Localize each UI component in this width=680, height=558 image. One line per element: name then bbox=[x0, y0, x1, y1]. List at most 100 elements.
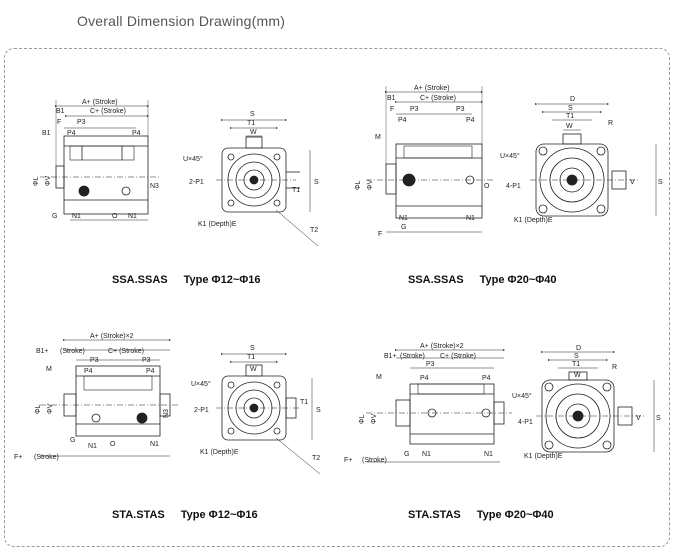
label-v-8: V bbox=[636, 415, 641, 422]
side-view-ssa-small-labels: A+ (Stroke) B1 C+ (Stroke) F P3 P4 P4 B1… bbox=[33, 99, 159, 220]
label-b1-left: B1 bbox=[42, 130, 51, 137]
caption-series: SSA.SSAS bbox=[112, 274, 168, 286]
label-n1-5: N1 bbox=[88, 443, 97, 450]
caption-series: STA.STAS bbox=[112, 509, 165, 521]
label-c-stroke-5: C+ (Stroke) bbox=[108, 348, 144, 355]
side-view-sta-small bbox=[40, 339, 178, 457]
label-n1-5b: N1 bbox=[150, 441, 159, 448]
label-d-8: D bbox=[576, 345, 581, 352]
label-phi-l-2: ΦL bbox=[355, 180, 362, 190]
side-view-sta-large bbox=[366, 349, 512, 463]
caption-series: STA.STAS bbox=[408, 509, 461, 521]
label-p4-7b: P4 bbox=[482, 375, 491, 382]
front-view-sta-small-labels: S T1 W U×45° 2-P1 K1 (Depth)E S T1 T2 bbox=[191, 345, 321, 462]
label-ux45-8: U×45° bbox=[512, 392, 532, 400]
label-phi-l: ΦL bbox=[33, 176, 40, 186]
front-view-sta-large-labels: D S T1 W R U×45° 4-P1 K1 (Depth)E V S bbox=[512, 345, 661, 460]
label-n1-2b: N1 bbox=[466, 215, 475, 222]
label-t1: T1 bbox=[247, 120, 255, 127]
label-n3: N3 bbox=[150, 183, 159, 190]
label-s-8b: S bbox=[656, 415, 661, 422]
label-k1-8: K1 (Depth)E bbox=[524, 453, 563, 460]
label-s-6b: S bbox=[316, 407, 321, 414]
label-p4-5b: P4 bbox=[146, 368, 155, 375]
label-2-p1-6: 2-P1 bbox=[194, 407, 209, 414]
label-t1-6b: T1 bbox=[300, 399, 308, 406]
label-t1-6: T1 bbox=[247, 354, 255, 361]
label-s-8: S bbox=[574, 353, 579, 360]
label-4-p1: 4-P1 bbox=[506, 183, 521, 190]
label-t2-6: T2 bbox=[312, 455, 320, 462]
label-b1: B1 bbox=[56, 108, 65, 115]
caption-series: SSA.SSAS bbox=[408, 274, 464, 286]
label-m-5: M bbox=[46, 366, 52, 373]
label-g-2: G bbox=[401, 224, 406, 231]
label-a-stroke: A+ (Stroke) bbox=[82, 99, 118, 106]
label-a-stroke2-7: A+ (Stroke)×2 bbox=[420, 343, 464, 350]
label-p4-2b: P4 bbox=[466, 117, 475, 124]
label-k1: K1 (Depth)E bbox=[198, 221, 237, 228]
label-t1-right: T1 bbox=[292, 187, 300, 194]
label-d: D bbox=[570, 96, 575, 103]
label-s-right: S bbox=[314, 179, 319, 186]
label-4-p1-8: 4-P1 bbox=[518, 419, 533, 426]
label-p4-7: P4 bbox=[420, 375, 429, 382]
label-s-4: S bbox=[568, 105, 573, 112]
label-s-4b: S bbox=[658, 179, 663, 186]
label-stroke-5b: (Stroke) bbox=[34, 454, 59, 461]
label-phi-v: ΦV bbox=[45, 175, 52, 186]
label-fplus-7: F+ bbox=[344, 457, 352, 464]
label-n3-5: N3 bbox=[163, 409, 170, 418]
label-p3-2: P3 bbox=[410, 106, 419, 113]
drawing-frame bbox=[4, 48, 670, 547]
label-p3-7: P3 bbox=[426, 361, 435, 368]
label-p4-5: P4 bbox=[84, 368, 93, 375]
label-phi-l-5: ΦL bbox=[35, 404, 42, 414]
label-2-p1: 2-P1 bbox=[189, 179, 204, 186]
label-stroke-7b: (Stroke) bbox=[362, 457, 387, 464]
label-o: O bbox=[112, 213, 118, 220]
side-view-ssa-small bbox=[40, 100, 160, 221]
label-t1-8: T1 bbox=[572, 361, 580, 368]
label-k1-6: K1 (Depth)E bbox=[200, 449, 239, 456]
label-f-2: F bbox=[390, 106, 394, 113]
label-g-7: G bbox=[404, 451, 409, 458]
label-c-stroke-2: C+ (Stroke) bbox=[420, 95, 456, 102]
caption-type: Type Φ20~Φ40 bbox=[476, 509, 554, 521]
label-g: G bbox=[52, 213, 57, 220]
label-m-7: M bbox=[376, 374, 382, 381]
label-a-stroke2-5: A+ (Stroke)×2 bbox=[90, 333, 134, 340]
label-w: W bbox=[250, 129, 257, 136]
label-f-2b: F bbox=[378, 231, 382, 238]
label-a-stroke-2: A+ (Stroke) bbox=[414, 85, 450, 92]
label-r-4: R bbox=[608, 120, 613, 127]
label-s-6: S bbox=[250, 345, 255, 352]
label-p3: P3 bbox=[77, 119, 86, 126]
caption-sta-small: STA.STAS Type Φ12~Φ16 bbox=[112, 509, 258, 521]
label-m-2: M bbox=[375, 134, 381, 141]
label-p3-5b: P3 bbox=[142, 357, 151, 364]
caption-type: Type Φ12~Φ16 bbox=[180, 509, 258, 521]
label-n1b: N1 bbox=[128, 213, 137, 220]
front-view-sta-small bbox=[216, 353, 321, 475]
label-n1-7: N1 bbox=[422, 451, 431, 458]
label-stroke-7: (Stroke) bbox=[400, 353, 425, 360]
label-phi-v-5: ΦV bbox=[47, 403, 54, 414]
label-v-4: V bbox=[630, 179, 635, 186]
label-ux45-6: U×45° bbox=[191, 380, 211, 388]
front-view-ssa-small-labels: S T1 W U×45° 2-P1 K1 (Depth)E S T1 T2 bbox=[183, 111, 319, 234]
label-o-2: O bbox=[484, 183, 490, 190]
front-view-ssa-large-labels: D S T1 W R U×45° 4-P1 K1 (Depth)E V S bbox=[500, 96, 663, 224]
label-p4: P4 bbox=[67, 130, 76, 137]
label-ux45-4: U×45° bbox=[500, 152, 520, 160]
side-view-ssa-large-labels: A+ (Stroke) B1 C+ (Stroke) F P3 P3 P4 P4… bbox=[355, 85, 490, 238]
side-view-sta-large-labels: A+ (Stroke)×2 B1+ (Stroke) C+ (Stroke) P… bbox=[344, 343, 493, 464]
label-t2: T2 bbox=[310, 227, 318, 234]
label-n1-7b: N1 bbox=[484, 451, 493, 458]
page-title: Overall Dimension Drawing(mm) bbox=[77, 13, 286, 29]
label-n1-2: N1 bbox=[399, 215, 408, 222]
label-g-5: G bbox=[70, 437, 75, 444]
label-phi-v-2: ΦV bbox=[367, 179, 374, 190]
